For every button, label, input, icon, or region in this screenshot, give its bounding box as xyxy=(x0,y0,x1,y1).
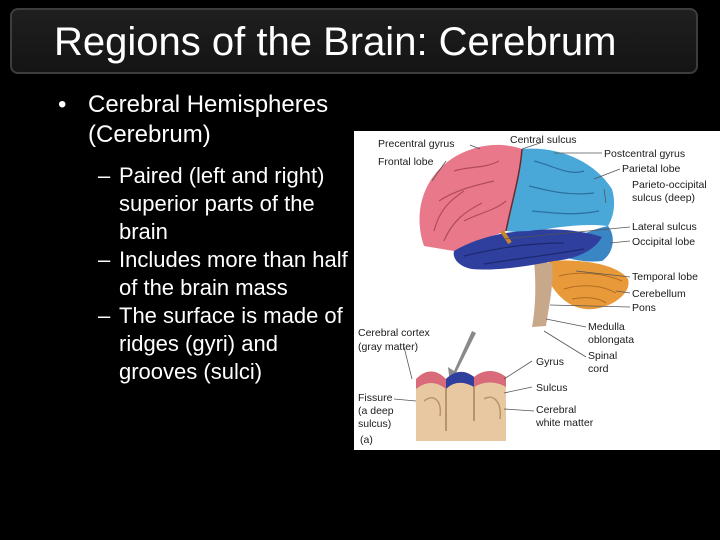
label-parieto-occipital-1: Parieto-occipital xyxy=(632,179,707,191)
bullet-list: • Cerebral Hemispheres (Cerebrum) – Pair… xyxy=(58,90,358,386)
temporal-lobe-shape xyxy=(453,229,602,270)
parietal-lobe-shape xyxy=(506,148,615,233)
label-spinal-1: Spinal xyxy=(588,350,617,362)
bullet-main-text: Cerebral Hemispheres (Cerebrum) xyxy=(88,91,329,148)
frontal-gyri xyxy=(433,160,507,242)
label-sulcus: Sulcus xyxy=(536,382,568,394)
frontal-lobe-shape xyxy=(419,144,522,251)
brainstem-shape xyxy=(532,261,553,327)
bullet-main: • Cerebral Hemispheres (Cerebrum) xyxy=(58,90,358,150)
label-fissure-3: sulcus) xyxy=(358,418,391,430)
label-frontal-lobe: Frontal lobe xyxy=(378,156,434,168)
label-cortex-2: (gray matter) xyxy=(358,341,418,353)
central-sulcus-line xyxy=(505,148,523,232)
label-white-matter-1: Cerebral xyxy=(536,404,576,416)
label-central-sulcus: Central sulcus xyxy=(510,134,577,146)
label-occipital-lobe: Occipital lobe xyxy=(632,236,695,248)
parietal-gyri xyxy=(528,160,600,215)
label-parietal-lobe: Parietal lobe xyxy=(622,163,681,175)
sub-bullet: – The surface is made of ridges (gyri) a… xyxy=(58,302,358,386)
label-lateral-sulcus: Lateral sulcus xyxy=(632,221,697,233)
label-cortex-1: Cerebral cortex xyxy=(358,327,431,339)
lateral-sulcus-marker xyxy=(500,229,512,245)
label-fissure-2: (a deep xyxy=(358,405,394,417)
label-cerebellum: Cerebellum xyxy=(632,288,686,300)
brain-illustration: Precentral gyrus Frontal lobe Central su… xyxy=(358,134,707,446)
bullet-dot: • xyxy=(58,91,67,118)
sub-bullet-text: The surface is made of ridges (gyri) and… xyxy=(119,303,343,384)
label-postcentral-gyrus: Postcentral gyrus xyxy=(604,148,685,160)
title-bar: Regions of the Brain: Cerebrum xyxy=(10,8,698,74)
sub-bullet-text: Includes more than half of the brain mas… xyxy=(119,247,348,300)
label-parieto-occipital-2: sulcus (deep) xyxy=(632,192,695,204)
leader-lines xyxy=(393,142,631,412)
diagram-labels: Precentral gyrus Frontal lobe Central su… xyxy=(358,134,707,446)
sub-bullet-dash: – xyxy=(98,303,111,328)
cerebellum-shape xyxy=(549,260,629,310)
sub-bullet: – Includes more than half of the brain m… xyxy=(58,246,358,302)
label-white-matter-2: white matter xyxy=(535,417,594,429)
label-panel: (a) xyxy=(360,434,373,446)
brain-drawing xyxy=(419,144,629,327)
sub-bullet-dash: – xyxy=(98,247,111,272)
label-spinal-2: cord xyxy=(588,363,609,375)
label-temporal-lobe: Temporal lobe xyxy=(632,271,698,283)
temporal-gyri xyxy=(463,242,585,265)
sub-bullet: – Paired (left and right) superior parts… xyxy=(58,162,358,246)
zoom-arrow xyxy=(448,331,476,383)
cerebellum-folia xyxy=(558,272,623,304)
label-precentral-gyrus: Precentral gyrus xyxy=(378,138,454,150)
label-medulla-1: Medulla xyxy=(588,321,625,333)
sub-bullet-text: Paired (left and right) superior parts o… xyxy=(119,163,325,244)
label-medulla-2: oblongata xyxy=(588,334,634,346)
cortex-cross-section xyxy=(416,371,506,441)
slide-title: Regions of the Brain: Cerebrum xyxy=(54,20,617,64)
brain-diagram: Precentral gyrus Frontal lobe Central su… xyxy=(354,131,720,450)
label-pons: Pons xyxy=(632,302,656,314)
sub-bullet-dash: – xyxy=(98,163,111,188)
label-gyrus: Gyrus xyxy=(536,356,564,368)
label-fissure-1: Fissure xyxy=(358,392,393,404)
